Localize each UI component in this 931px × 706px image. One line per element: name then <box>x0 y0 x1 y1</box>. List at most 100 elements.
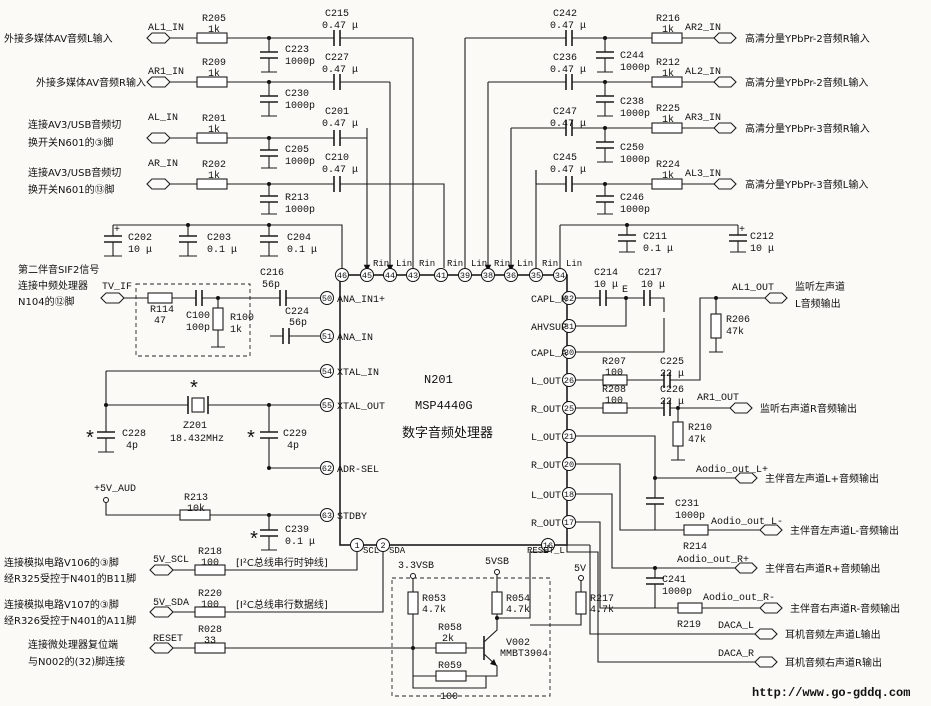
tv-if-desc3: N104的⑫脚 <box>18 295 75 308</box>
pin-41-label: Rin <box>447 259 463 269</box>
right-input-1-net: AR2_IN <box>685 23 721 34</box>
pin-38-label: Rin <box>494 259 510 269</box>
left-input-1-desc: 外接多媒体AV音频L输入 <box>4 32 113 45</box>
right-input-4-desc: 高清分量YPbPr-3音频L输入 <box>745 178 868 191</box>
pin-44-label: Lin <box>396 259 412 269</box>
c204-ref: C204 <box>287 233 311 244</box>
c215-ref: C215 <box>325 9 349 20</box>
pin-34 <box>553 268 567 282</box>
c246-val: 1000p <box>620 205 650 216</box>
c100-ref: C100 <box>186 311 210 322</box>
c226-val: 22 μ <box>660 397 684 408</box>
c210-val: 0.47 μ <box>322 165 358 176</box>
aodio-r-plus-desc: 主伴音右声道R+音频输出 <box>765 562 880 575</box>
pin-20-label: R_OUT <box>531 461 561 472</box>
pin-36-label: Lin <box>517 259 533 269</box>
c241-ref: C241 <box>662 575 686 586</box>
pin-50-num: 50 <box>322 294 332 304</box>
r214-ref: R214 <box>683 542 707 553</box>
r218-ref: R218 <box>198 547 222 558</box>
c230-ref: C230 <box>285 89 309 100</box>
r202-val: 1k <box>208 170 220 182</box>
c214-val: 10 μ <box>594 280 618 291</box>
pin-51-num: 51 <box>322 332 332 342</box>
aodio-r-minus-net: Aodio_out_R- <box>703 592 775 604</box>
aodio-l-plus-net: Aodio_out_L+ <box>696 464 768 476</box>
left-input-3-net: AL_IN <box>148 113 178 124</box>
pin-25-num: 25 <box>564 404 574 414</box>
r208-ref: R208 <box>602 385 626 396</box>
pin-43-label: Rin <box>419 259 435 269</box>
tv-if-desc2: 连接中频处理器 <box>18 279 88 292</box>
pin-41 <box>434 268 448 282</box>
r201-ref: R201 <box>202 114 226 125</box>
pin-35-label: Rin <box>542 259 558 269</box>
left-pins: 50 ANA_IN1+ 51 ANA_IN 54 XTAL_IN 55 XTAL… <box>320 291 385 523</box>
r028-ref: R028 <box>198 625 222 636</box>
r205-ref: R205 <box>202 14 226 25</box>
r220-ref: R220 <box>198 589 222 600</box>
c228-val: 4p <box>126 441 138 452</box>
right-input-1-desc: 高清分量YPbPr-2音频R输入 <box>745 32 870 45</box>
c211-val: 0.1 μ <box>643 244 673 255</box>
aodio-l-minus-desc: 主伴音左声道L-音频输出 <box>790 524 899 537</box>
c246-ref: C246 <box>620 193 644 204</box>
pin-45-num: 45 <box>362 271 372 281</box>
pin-34-num: 34 <box>555 271 565 281</box>
c100-val: 100p <box>186 323 210 334</box>
pin-41-num: 41 <box>436 271 446 281</box>
c227-ref: C227 <box>325 53 349 64</box>
pin-45 <box>360 268 374 282</box>
r059-ref: R059 <box>438 661 462 672</box>
tv-if-block: 第二伴音SIF2信号 连接中频处理器 N104的⑫脚 TV_IF R114 47… <box>18 263 320 357</box>
v33-label: 3.3VSB <box>398 561 434 572</box>
svg-text:+: + <box>114 225 120 236</box>
r206-ref: R206 <box>726 315 750 326</box>
al1-out-desc2: L音频输出 <box>795 297 841 310</box>
pin-54-label: XTAL_IN <box>337 368 379 379</box>
c203-val: 0.1 μ <box>207 245 237 256</box>
c231-val: 1000p <box>675 511 705 522</box>
pin-36 <box>504 268 518 282</box>
z201-star: * <box>188 379 200 402</box>
r213b-ref: R213 <box>184 493 208 504</box>
right-input-rows: C242 0.47 μ R216 1k AR2_IN 高清分量YPbPr-2音频… <box>465 9 870 216</box>
pin-63-label: STDBY <box>337 512 367 523</box>
crystal-block: * Z201 18.432MHz * C228 4p * C229 4p <box>84 370 320 470</box>
main-outputs: Aodio_out_L+ 主伴音左声道L+音频输出 C231 1000p R21… <box>566 435 900 669</box>
al1-out-net: AL1_OUT <box>732 283 774 294</box>
left-input-4-net: AR_IN <box>148 159 178 170</box>
pin-26-num: 26 <box>564 376 574 386</box>
top-pins: 46 45 Rin 44 Lin 43 Rin 41 Rin 39 Lin 38… <box>335 38 582 282</box>
c239-val: 0.1 μ <box>285 537 315 548</box>
pin-43 <box>406 268 420 282</box>
pin-45-label: Rin <box>373 259 389 269</box>
r212-val: 1k <box>662 68 674 80</box>
c228-ref: C228 <box>122 429 146 440</box>
left-input-2-net: AR1_IN <box>148 67 184 78</box>
c210-ref: C210 <box>325 153 349 164</box>
c224-ref: C224 <box>285 307 309 318</box>
pin-36-num: 36 <box>506 271 516 281</box>
c241-val: 1000p <box>662 587 692 598</box>
r054-val: 4.7k <box>506 604 530 616</box>
pin-43-num: 43 <box>408 271 418 281</box>
pin-30-num: 30 <box>564 348 574 358</box>
r225-val: 1k <box>662 114 674 126</box>
c225-ref: C225 <box>660 357 684 368</box>
daca-l-desc: 耳机音频左声道L输出 <box>785 628 881 641</box>
daca-l-net: DACA_L <box>718 621 754 632</box>
pin-26-label: L_OUT <box>531 377 561 388</box>
c223-val: 1000p <box>285 57 315 68</box>
c227-val: 0.47 μ <box>322 65 358 76</box>
pin-32-label: CAPL_M <box>531 295 567 306</box>
r053-val: 4.7k <box>422 604 446 616</box>
sda-desc1: 连接模拟电路V107的③脚 <box>4 598 119 611</box>
r212-ref: R212 <box>656 58 680 69</box>
scl-net: 5V_SCL <box>153 555 189 566</box>
stdby-block: +5V_AUD R213 10k * C239 0.1 μ <box>94 484 320 553</box>
right-input-4-net: AL3_IN <box>685 169 721 180</box>
right-input-2-net: AL2_IN <box>685 67 721 78</box>
right-input-3-desc: 高清分量YPbPr-3音频R输入 <box>745 122 870 135</box>
c245-val: 0.47 μ <box>550 165 586 176</box>
